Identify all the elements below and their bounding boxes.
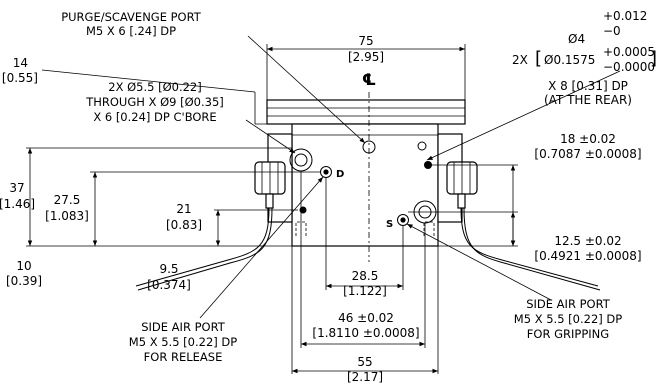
width-55-mm: 55 <box>357 355 372 369</box>
extension-lines <box>26 44 518 374</box>
left-edge-dimension: 14 [0.55] <box>2 56 38 85</box>
pin-hole-inch-tol-plus: +0.0005 <box>603 45 655 59</box>
top-width-mm: 75 <box>358 34 373 48</box>
purge-port-label: PURGE/SCAVENGE PORT <box>61 10 202 24</box>
height-10-mm: 10 <box>16 259 31 273</box>
height-21-inch: [0.83] <box>166 218 202 232</box>
release-port-line1: SIDE AIR PORT <box>141 320 226 334</box>
pin-hole-tol-minus: −0 <box>603 24 621 38</box>
gripping-port-line1: SIDE AIR PORT <box>526 297 611 311</box>
width-46-inch: [1.8110 ±0.0008] <box>312 326 419 340</box>
pin-hole-lower <box>424 161 432 169</box>
height-37-inch: [1.46] <box>0 197 35 211</box>
release-port-callout: SIDE AIR PORT M5 X 5.5 [0.22] DP FOR REL… <box>129 320 237 364</box>
left-edge-inch: [0.55] <box>2 71 38 85</box>
gripping-port-line3: FOR GRIPPING <box>527 327 609 341</box>
mount-holes-line3: X 6 [0.24] DP C'BORE <box>93 110 216 124</box>
top-jaw-plate <box>266 99 466 125</box>
height-27-5-inch: [1.083] <box>45 209 89 223</box>
height-10-dimension: 10 [0.39] <box>6 259 42 288</box>
port-label-d: D <box>336 169 344 180</box>
svg-text:]: ] <box>650 48 657 69</box>
width-55-dimension: 55 [2.17] <box>347 355 383 384</box>
height-27-5-mm: 27.5 <box>54 193 81 207</box>
height-12-5-inch: [0.4921 ±0.0008] <box>534 249 641 263</box>
centerline-symbol: ℄ <box>362 70 376 89</box>
left-edge-mm: 14 <box>13 56 28 70</box>
pin-hole-callout: Ø4 +0.012 −0 2X [ Ø0.1575 +0.0005 −0.000… <box>512 9 657 107</box>
pin-hole-depth: X 8 [0.31] DP <box>548 79 628 93</box>
pin-hole-tol-plus: +0.012 <box>603 9 647 23</box>
right-sensor-plug <box>457 193 466 209</box>
top-width-inch: [2.95] <box>348 50 384 64</box>
left-cable <box>135 207 270 287</box>
pin-hole-depth-note: (AT THE REAR) <box>544 93 632 107</box>
purge-port-callout: PURGE/SCAVENGE PORT M5 X 6 [.24] DP <box>61 10 202 38</box>
height-12-5-dimension: 12.5 ±0.02 [0.4921 ±0.0008] <box>534 234 641 263</box>
height-9-5-inch: [0.374] <box>147 278 191 292</box>
port-letters: D S <box>336 169 393 230</box>
svg-text:[: [ <box>535 48 542 69</box>
height-10-inch: [0.39] <box>6 274 42 288</box>
left-counterbore <box>289 148 313 172</box>
mount-holes-line2: THROUGH X Ø9 [Ø0.35] <box>85 95 224 109</box>
mount-holes-line1: 2X Ø5.5 [Ø0.22] <box>108 80 201 94</box>
gripping-port-callout: SIDE AIR PORT M5 X 5.5 [0.22] DP FOR GRI… <box>514 297 622 341</box>
gripping-port-line2: M5 X 5.5 [0.22] DP <box>514 312 622 326</box>
height-37-dimension: 37 [1.46] <box>0 181 35 211</box>
width-28-5-dimension: 28.5 [1.122] <box>343 269 387 298</box>
height-21-dimension: 21 [0.83] <box>166 202 202 232</box>
purge-port-thread: M5 X 6 [.24] DP <box>86 24 176 38</box>
release-port <box>320 166 332 178</box>
pin-hole-inch-tol-minus: −0.0000 <box>603 60 655 74</box>
width-46-dimension: 46 ±0.02 [1.8110 ±0.0008] <box>312 311 419 340</box>
pin-hole-left <box>299 206 307 214</box>
height-27-5-dimension: 27.5 [1.083] <box>45 193 89 223</box>
pin-offset-dimension: 18 ±0.02 [0.7087 ±0.0008] <box>534 132 641 161</box>
width-28-5-inch: [1.122] <box>343 284 387 298</box>
top-width-dimension: 75 [2.95] <box>348 34 384 64</box>
leader-lines <box>199 35 621 319</box>
width-46-mm: 46 ±0.02 <box>338 311 394 325</box>
pin-hole-count: 2X <box>512 53 528 67</box>
height-9-5-dimension: 9.5 [0.374] <box>147 262 191 292</box>
port-label-s: S <box>386 219 393 230</box>
width-28-5-mm: 28.5 <box>352 269 379 283</box>
height-21-mm: 21 <box>176 202 191 216</box>
width-55-inch: [2.17] <box>347 370 383 384</box>
pin-hole-diameter: Ø4 <box>568 32 585 46</box>
mount-holes-callout: 2X Ø5.5 [Ø0.22] THROUGH X Ø9 [Ø0.35] X 6… <box>85 80 224 124</box>
release-port-line2: M5 X 5.5 [0.22] DP <box>129 335 237 349</box>
height-12-5-mm: 12.5 ±0.02 <box>554 234 621 248</box>
pin-hole-upper <box>417 141 427 151</box>
height-37-mm: 37 <box>9 181 24 195</box>
pin-offset-mm: 18 ±0.02 <box>560 132 616 146</box>
height-9-5-mm: 9.5 <box>159 262 178 276</box>
pin-offset-inch: [0.7087 ±0.0008] <box>534 147 641 161</box>
dimension-lines <box>27 46 516 374</box>
left-sensor-plug <box>265 193 274 209</box>
gripping-port <box>397 214 409 226</box>
pin-hole-inch-diameter: Ø0.1575 <box>544 53 595 67</box>
release-port-line3: FOR RELEASE <box>144 350 223 364</box>
